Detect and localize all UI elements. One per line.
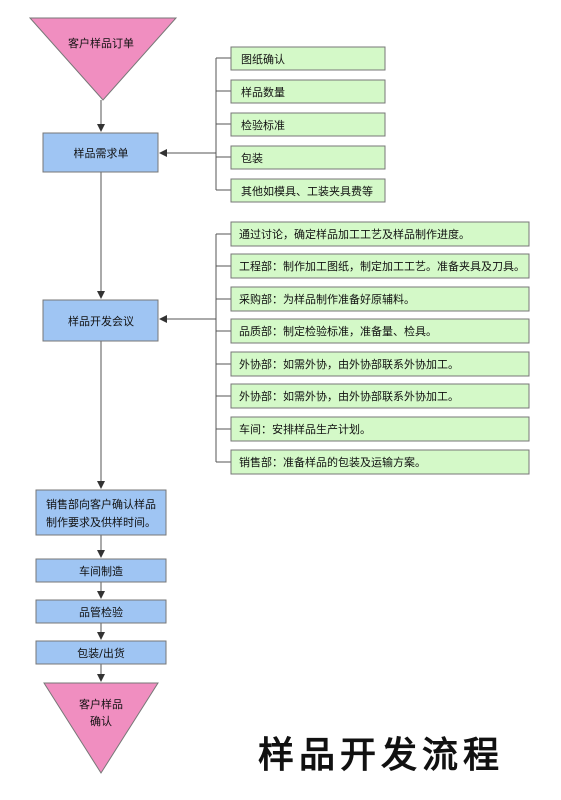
requirement-bracket <box>159 57 231 191</box>
meeting-item-8-label: 销售部：准备样品的包装及运输方案。 <box>239 455 426 469</box>
meeting-item-6-label: 外协部：如需外协，由外协部联系外协加工。 <box>239 389 459 403</box>
packing-label: 包装/出货 <box>77 646 125 660</box>
start-triangle <box>28 17 178 101</box>
meeting-item-7: 车间：安排样品生产计划。 <box>230 416 530 442</box>
requirement-item-2-label: 样品数量 <box>241 85 285 99</box>
meeting-bracket <box>159 233 231 463</box>
requirement-item-3: 检验标准 <box>230 112 386 137</box>
meeting-item-3: 采购部：为样品制作准备好原辅料。 <box>230 286 530 312</box>
requirement-item-4: 包装 <box>230 145 386 170</box>
start-node: 客户样品订单 <box>28 17 178 101</box>
meeting-item-2-label: 工程部：制作加工图纸，制定加工工艺。准备夹具及刀具。 <box>239 259 525 273</box>
sales-confirm-box: 销售部向客户确认样品 制作要求及供样时间。 <box>35 489 167 536</box>
meeting-item-4: 品质部：制定检验标准，准备量、检具。 <box>230 318 530 344</box>
workshop-box: 车间制造 <box>35 558 167 583</box>
qc-box: 品管检验 <box>35 599 167 624</box>
meeting-item-6: 外协部：如需外协，由外协部联系外协加工。 <box>230 383 530 409</box>
end-triangle <box>43 682 159 774</box>
sales-confirm-line1: 销售部向客户确认样品 <box>46 497 156 511</box>
meeting-item-2: 工程部：制作加工图纸，制定加工工艺。准备夹具及刀具。 <box>230 253 530 279</box>
meeting-item-3-label: 采购部：为样品制作准备好原辅料。 <box>239 292 415 306</box>
meeting-item-5-label: 外协部：如需外协，由外协部联系外协加工。 <box>239 357 459 371</box>
meeting-item-1: 通过讨论，确定样品加工工艺及样品制作进度。 <box>230 221 530 247</box>
meeting-item-8: 销售部：准备样品的包装及运输方案。 <box>230 449 530 475</box>
meeting-box: 样品开发会议 <box>42 299 159 342</box>
meeting-item-5: 外协部：如需外协，由外协部联系外协加工。 <box>230 351 530 377</box>
requirement-item-4-label: 包装 <box>241 152 263 165</box>
qc-label: 品管检验 <box>79 605 123 619</box>
sales-confirm-line2: 制作要求及供样时间。 <box>46 515 156 529</box>
meeting-label: 样品开发会议 <box>68 314 134 328</box>
end-label-line1: 客户样品 <box>79 697 123 711</box>
requirement-item-5-label: 其他如模具、工装夹具费等 <box>241 184 373 198</box>
requirement-item-2: 样品数量 <box>230 79 386 104</box>
requirement-label: 样品需求单 <box>74 146 129 160</box>
requirement-item-3-label: 检验标准 <box>241 118 285 132</box>
end-label-line2: 确认 <box>90 715 112 728</box>
requirement-box: 样品需求单 <box>42 132 159 173</box>
end-node: 客户样品 确认 <box>43 682 159 774</box>
requirement-item-1: 图纸确认 <box>230 46 386 71</box>
workshop-label: 车间制造 <box>79 564 123 578</box>
start-label: 客户样品订单 <box>68 36 134 50</box>
packing-box: 包装/出货 <box>35 640 167 665</box>
page-title: 样品开发流程 <box>258 734 505 776</box>
requirement-item-1-label: 图纸确认 <box>241 53 285 66</box>
meeting-item-7-label: 车间：安排样品生产计划。 <box>239 422 371 436</box>
requirement-item-5: 其他如模具、工装夹具费等 <box>230 178 386 203</box>
meeting-item-1-label: 通过讨论，确定样品加工工艺及样品制作进度。 <box>239 227 470 241</box>
meeting-item-4-label: 品质部：制定检验标准，准备量、检具。 <box>239 324 437 338</box>
